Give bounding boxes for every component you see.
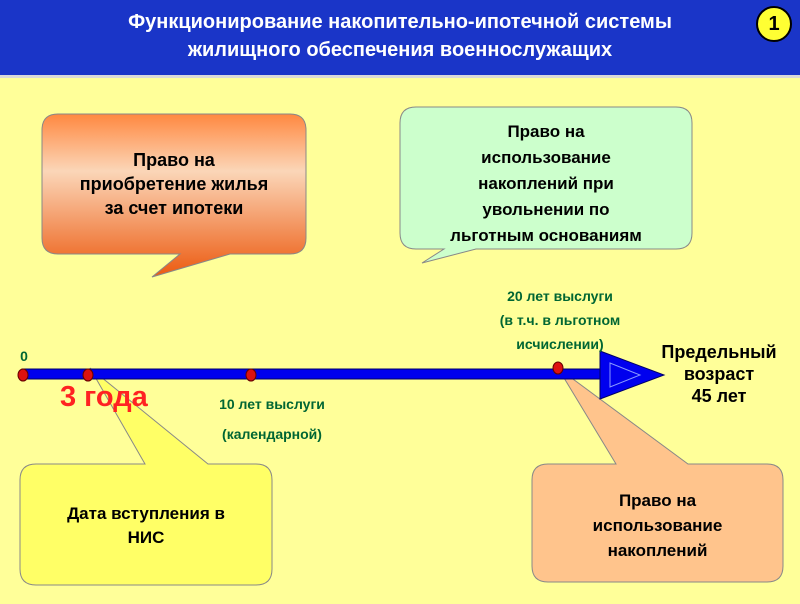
twenty-years-line-3: исчислении) <box>516 336 604 352</box>
savings-line-2: использование <box>592 516 723 535</box>
dismissal-callout-shape <box>399 106 693 264</box>
savings-line-1: Право на <box>618 491 697 510</box>
twenty-years-line-2: (в т.ч. в льготном <box>499 312 621 328</box>
dismissal-line-2: использование <box>481 148 611 167</box>
marker-3-years <box>82 368 94 382</box>
timeline-shaft <box>21 368 607 380</box>
entry-callout-text: Дата вступления в НИС <box>20 502 272 550</box>
entry-line-2: НИС <box>127 528 165 547</box>
mortgage-callout-shape <box>41 113 307 278</box>
three-years-label: 3 года <box>60 381 148 413</box>
age-limit-label: Предельный возраст 45 лет <box>644 341 794 407</box>
title-bar: Функционирование накопительно-ипотечной … <box>0 0 800 75</box>
age-limit-line-3: 45 лет <box>691 386 747 406</box>
mortgage-line-2: приобретение жилья <box>79 174 269 194</box>
marker-10-years <box>245 368 257 382</box>
title-line-1: Функционирование накопительно-ипотечной … <box>128 11 672 33</box>
zero-label: 0 <box>20 348 28 364</box>
savings-callout-shape <box>531 367 784 583</box>
twenty-years-label: 20 лет выслуги (в т.ч. в льготном исчисл… <box>470 284 650 356</box>
savings-line-3: накоплений <box>607 541 708 560</box>
twenty-years-line-1: 20 лет выслуги <box>507 288 613 304</box>
dismissal-line-4: увольнении по <box>482 200 610 219</box>
mortgage-callout-text: Право на приобретение жилья за счет ипот… <box>42 148 306 220</box>
dismissal-line-5: льготным основаниям <box>450 226 642 245</box>
slide-title: Функционирование накопительно-ипотечной … <box>40 8 760 64</box>
dismissal-line-3: накоплений при <box>478 174 614 193</box>
entry-callout-shape <box>19 367 273 586</box>
timeline-arrowhead-outline <box>609 362 642 388</box>
ten-years-line-1: 10 лет выслуги <box>219 396 325 412</box>
dismissal-line-1: Право на <box>507 122 585 141</box>
marker-zero <box>17 368 29 382</box>
age-limit-line-2: возраст <box>683 364 755 384</box>
savings-callout-text: Право на использование накоплений <box>532 488 783 563</box>
mortgage-line-3: за счет ипотеки <box>104 198 244 218</box>
ten-years-line-2: (календарной) <box>222 426 322 442</box>
header-divider <box>0 75 800 78</box>
ten-years-label: 10 лет выслуги (календарной) <box>192 392 352 446</box>
title-line-2: жилищного обеспечения военнослужащих <box>187 39 613 61</box>
dismissal-callout-text: Право на использование накоплений при ув… <box>400 119 692 249</box>
age-limit-line-1: Предельный <box>661 342 777 362</box>
timeline-arrowhead <box>599 350 666 400</box>
slide-number-badge: 1 <box>756 6 792 42</box>
entry-line-1: Дата вступления в <box>67 504 225 523</box>
mortgage-line-1: Право на <box>133 150 215 170</box>
marker-20-years <box>552 361 564 375</box>
